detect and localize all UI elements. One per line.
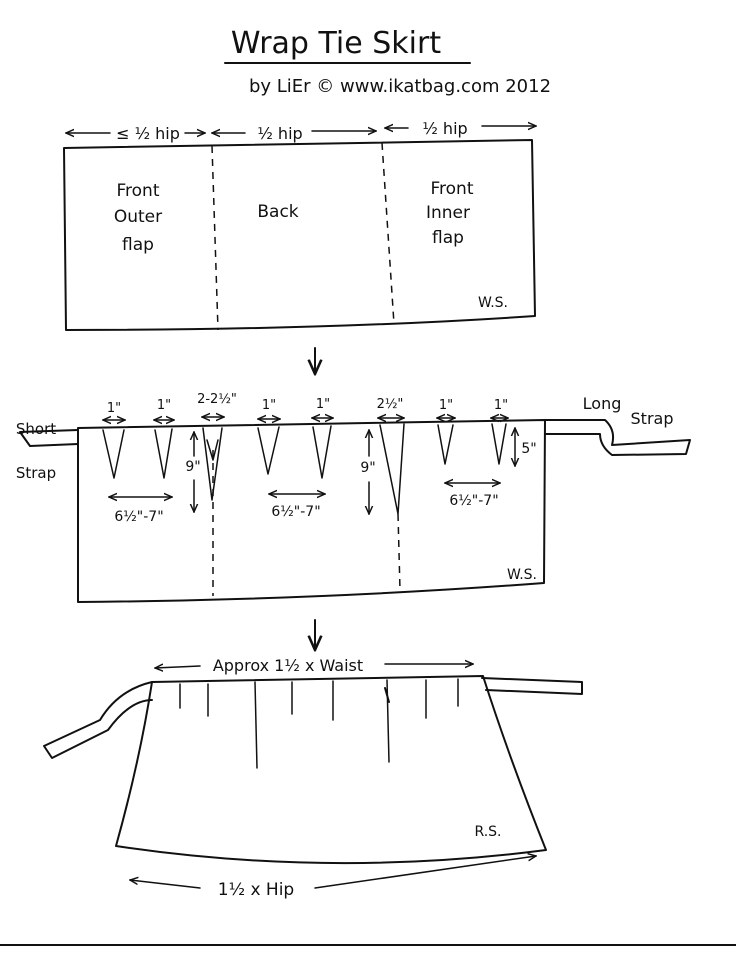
- fold-line-2-right: [397, 513, 401, 591]
- dart-depth-mid: 9": [360, 460, 375, 476]
- width-label-front-inner: ½ hip: [422, 119, 467, 138]
- long-strap-label-1: Long: [583, 394, 622, 413]
- panel-back: Back: [257, 202, 298, 222]
- right-tie: [481, 677, 583, 695]
- spacing-label-1: 6½"-7": [114, 509, 163, 525]
- dart-6: [379, 423, 405, 515]
- dart-width-1: 1": [107, 401, 121, 416]
- dart-4: [257, 426, 280, 475]
- fabric-rectangle: [63, 139, 536, 331]
- dart-3: [202, 427, 223, 501]
- dart-2: [154, 428, 173, 479]
- waist-label: Approx 1½ x Waist: [213, 656, 363, 675]
- dart-width-4: 1": [262, 398, 276, 413]
- panel-front-outer-line1: Front: [117, 181, 160, 201]
- width-label-back: ½ hip: [257, 124, 302, 143]
- short-strap-label-2: Strap: [16, 464, 56, 482]
- dart-width-3: 2-2½": [197, 392, 237, 407]
- pleat-3: [254, 681, 258, 769]
- short-strap-label-1: Short: [16, 420, 56, 438]
- pleat-6-mark: [384, 687, 390, 703]
- skirt-body: [115, 675, 547, 865]
- dart-8: [491, 423, 507, 465]
- step1-pattern: ≤ ½ hip ½ hip ½ hip Front Outer flap Bac…: [63, 119, 536, 331]
- step2-pattern: Short Strap Long Strap 1" 1" 2-2½" 1" 1"…: [16, 392, 691, 603]
- dart-width-5: 1": [316, 397, 330, 412]
- dart-width-8: 1": [494, 398, 508, 413]
- spacing-label-3: 6½"-7": [449, 493, 498, 509]
- dart-7: [437, 424, 454, 465]
- panel-front-inner-line3: flap: [432, 228, 464, 248]
- byline: by LiEr © www.ikatbag.com 2012: [249, 76, 551, 97]
- wrong-side-label-1: W.S.: [478, 295, 508, 311]
- dart-width-7: 1": [439, 398, 453, 413]
- dart-width-2: 1": [157, 398, 171, 413]
- step3-skirt: Approx 1½ x Waist R.S. 1½ x Hip: [43, 656, 583, 900]
- short-strap: [19, 429, 79, 447]
- pleat-6: [386, 679, 390, 763]
- waist-arrow-left: [155, 666, 201, 668]
- dart-depth-left: 9": [185, 459, 200, 475]
- spacing-label-2: 6½"-7": [271, 504, 320, 520]
- panel-front-inner-line2: Inner: [426, 203, 470, 223]
- panel-front-outer-line3: flap: [122, 235, 154, 255]
- width-label-front-outer: ≤ ½ hip: [116, 124, 180, 143]
- panel-front-inner-line1: Front: [431, 179, 474, 199]
- fold-line-right: [381, 142, 395, 325]
- fold-line-left: [211, 145, 219, 331]
- hip-arrow-right: [314, 856, 536, 889]
- fabric-with-darts: [77, 419, 546, 603]
- dart-depth-right: 5": [521, 441, 536, 457]
- long-strap-label-2: Strap: [631, 409, 674, 428]
- dart-width-6: 2½": [377, 397, 404, 412]
- long-strap: [544, 419, 691, 456]
- title: Wrap Tie Skirt: [231, 26, 441, 61]
- hip-label: 1½ x Hip: [218, 880, 294, 900]
- left-tie: [43, 681, 153, 759]
- dart-5: [312, 425, 332, 479]
- panel-front-outer-line2: Outer: [114, 207, 162, 227]
- wrong-side-label-2: W.S.: [507, 567, 537, 583]
- right-side-label: R.S.: [474, 824, 501, 840]
- hip-arrow-left: [130, 880, 201, 889]
- dart-1: [102, 429, 125, 479]
